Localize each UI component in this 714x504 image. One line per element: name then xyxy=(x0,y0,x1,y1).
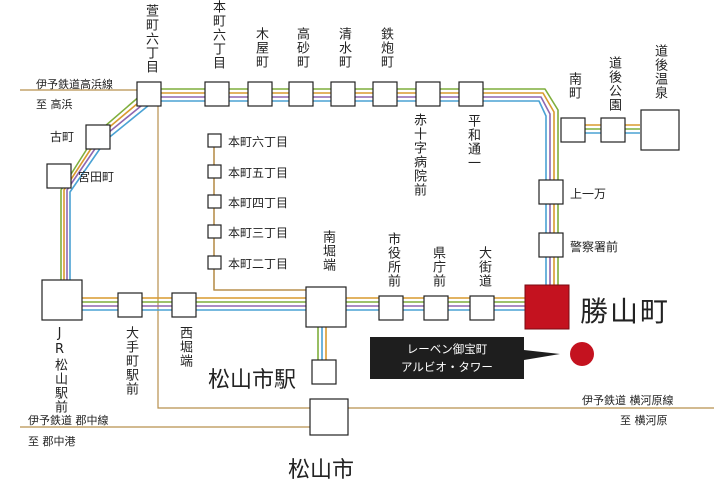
station-box-honmachi2[interactable] xyxy=(207,255,222,270)
label-minamimachi: 南町 xyxy=(566,72,581,100)
station-box-shiyakushomae[interactable] xyxy=(378,295,404,321)
label-okaido: 大街道 xyxy=(476,246,491,288)
label-kiyamachi: 木屋町 xyxy=(253,27,268,69)
label-honmachi4: 本町四丁目 xyxy=(228,196,289,210)
station-box-honmachi6-top[interactable] xyxy=(204,81,230,107)
label-gunchu-dest: 至 郡中港 xyxy=(28,435,76,448)
station-box-minamihoribata[interactable] xyxy=(305,286,347,328)
station-box-kayamachi[interactable] xyxy=(136,81,162,107)
station-box-dogokoen[interactable] xyxy=(600,117,626,143)
label-kamiichiman: 上一万 xyxy=(570,187,607,201)
label-takasagomachi: 高砂町 xyxy=(294,27,309,69)
station-box-honmachi4[interactable] xyxy=(207,194,222,209)
station-box-keisatsushomae[interactable] xyxy=(538,232,564,258)
station-box-honmachi6[interactable] xyxy=(207,133,222,148)
station-box-shieki[interactable] xyxy=(311,359,337,385)
label-honmachi6: 本町六丁目 xyxy=(228,135,289,149)
callout-pointer xyxy=(524,350,560,360)
label-otemachi: 大手町駅前 xyxy=(123,326,138,396)
label-nishihoribata: 西堀端 xyxy=(177,326,192,368)
label-keisatsushomae: 警察署前 xyxy=(570,240,619,254)
property-marker[interactable] xyxy=(570,342,594,366)
label-matsuyamashi: 松山市 xyxy=(288,458,355,483)
station-box-okaido[interactable] xyxy=(469,295,495,321)
label-takahama-dest: 至 高浜 xyxy=(36,98,73,111)
label-honmachi2: 本町二丁目 xyxy=(228,257,289,271)
label-yokogawara-line: 伊予鉄道 横河原線 xyxy=(582,394,674,407)
label-komachi: 古町 xyxy=(50,130,75,144)
label-kayamachi: 萱町六丁目 xyxy=(143,4,158,74)
label-katsuyamacho: 勝山町 xyxy=(580,295,671,328)
station-box-katsuyamacho[interactable] xyxy=(524,284,570,330)
callout-line2: アルビオ・タワー xyxy=(401,360,493,374)
label-minamihoribata: 南堀端 xyxy=(320,230,335,272)
label-dogoonsen: 道後温泉 xyxy=(652,44,667,100)
station-box-otemachi[interactable] xyxy=(117,292,143,318)
label-dogokoen: 道後公園 xyxy=(606,56,621,112)
label-heiwadori: 平和通一 xyxy=(465,114,480,170)
callout-line1: レーベン御宝町 xyxy=(406,342,488,356)
label-honmachi5: 本町五丁目 xyxy=(228,166,289,180)
station-box-dogoonsen[interactable] xyxy=(640,109,680,151)
label-honmachi3: 本町三丁目 xyxy=(228,226,289,240)
label-shimizumachi: 清水町 xyxy=(336,27,351,69)
label-gunchu-line: 伊予鉄道 郡中線 xyxy=(28,414,109,427)
station-box-nishihoribata[interactable] xyxy=(171,292,197,318)
station-box-kiyamachi[interactable] xyxy=(247,81,273,107)
station-box-shimizumachi[interactable] xyxy=(330,81,356,107)
label-takahama-line: 伊予鉄道高浜線 xyxy=(36,78,113,91)
station-box-matsuyamashi[interactable] xyxy=(309,398,349,436)
station-box-kamiichiman[interactable] xyxy=(538,179,564,205)
station-box-teppomachi[interactable] xyxy=(372,81,398,107)
label-shieki: 松山市駅 xyxy=(208,368,297,393)
station-box-jr[interactable] xyxy=(41,279,83,321)
station-box-heiwadori[interactable] xyxy=(458,81,484,107)
label-yokogawara-dest: 至 横河原 xyxy=(620,414,668,427)
label-miyatacho: 宮田町 xyxy=(78,170,115,184)
station-box-komachi[interactable] xyxy=(85,124,111,150)
label-teppomachi: 鉄炮町 xyxy=(378,27,393,69)
station-box-honmachi5[interactable] xyxy=(207,164,222,179)
station-box-kenchomae[interactable] xyxy=(423,295,449,321)
station-box-honmachi3[interactable] xyxy=(207,224,222,239)
label-honmachi6-top: 本町六丁目 xyxy=(210,0,225,70)
station-box-minamimachi[interactable] xyxy=(560,117,586,143)
label-kenchomae: 県庁前 xyxy=(430,246,445,288)
label-shiyakushomae: 市役所前 xyxy=(385,232,400,288)
property-callout: レーベン御宝町 アルビオ・タワー xyxy=(370,337,524,379)
station-box-takasagomachi[interactable] xyxy=(288,81,314,107)
station-box-miyatacho[interactable] xyxy=(46,163,72,189)
label-jr-matsuyama: JR松山駅前 xyxy=(52,326,67,414)
station-box-sekijuji[interactable] xyxy=(415,81,441,107)
label-sekijuji: 赤十字病院前 xyxy=(411,113,426,197)
tram-honmachi-branch xyxy=(213,141,310,291)
